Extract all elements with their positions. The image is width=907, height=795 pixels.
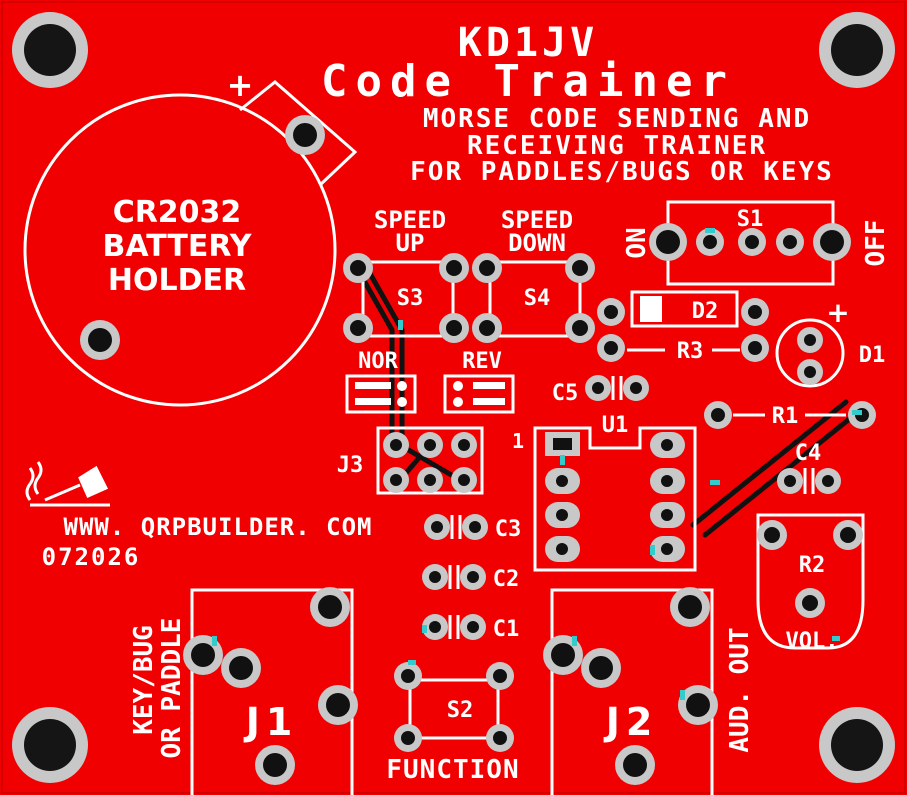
power-switch: S1 ON OFF <box>622 200 891 286</box>
capacitor-c1: C1 <box>422 614 519 642</box>
aud-out-label: AUD. OUT <box>725 627 755 752</box>
c5-label: C5 <box>552 381 579 406</box>
led-d1: + D1 <box>775 296 886 388</box>
s3-label: S3 <box>397 286 424 311</box>
on-label: ON <box>622 227 652 258</box>
vol-label: VOL. <box>786 629 839 654</box>
c1-label: C1 <box>493 617 520 642</box>
title-block: KD1JV Code Trainer MORSE CODE SENDING AN… <box>321 20 834 187</box>
s4-label: S4 <box>524 286 551 311</box>
nor-label: NOR <box>358 349 398 374</box>
battery-label-line3: HOLDER <box>108 263 246 298</box>
speed-down-label1: SPEED <box>501 206 573 234</box>
function-switch: S2 FUNCTION <box>386 662 519 785</box>
pin1-label: 1 <box>512 429 524 453</box>
mounting-holes <box>12 12 895 783</box>
r2-label: R2 <box>799 553 826 578</box>
d2-label: D2 <box>692 299 719 324</box>
off-label: OFF <box>861 220 891 267</box>
j2-label: J2 <box>603 700 659 744</box>
website-label: WWW. QRPBUILDER. COM <box>64 513 373 541</box>
r1-label: R1 <box>772 404 799 429</box>
battery-tab <box>239 80 358 187</box>
capacitors-c1-c3: C3 C2 C1 <box>422 514 521 642</box>
s3-outline <box>361 260 455 338</box>
battery-outline <box>23 93 337 407</box>
pot-r2: R2 VOL. <box>756 513 865 654</box>
c2-label: C2 <box>493 567 520 592</box>
capacitor-c3: C3 <box>424 514 521 542</box>
header-j3: J3 <box>337 426 484 495</box>
description-line3: FOR PADDLES/BUGS OR KEYS <box>410 157 834 187</box>
r3-label: R3 <box>677 339 704 364</box>
capacitor-c5: C5 <box>552 375 649 406</box>
s1-label: S1 <box>737 207 764 232</box>
c3-label: C3 <box>495 517 522 542</box>
diode-d2: D2 <box>597 290 769 328</box>
d1-plus: + <box>826 296 849 329</box>
s4-outline <box>488 260 582 338</box>
function-label: FUNCTION <box>386 755 519 785</box>
j1-label: J1 <box>243 700 299 744</box>
description-line1: MORSE CODE SENDING AND <box>423 104 811 134</box>
speed-down-label2: DOWN <box>508 229 566 257</box>
key-bug-label: KEY/BUG <box>129 625 159 735</box>
callsign-title: KD1JV <box>458 20 598 66</box>
battery-label-line1: CR2032 <box>113 195 242 230</box>
speed-up-label1: SPEED <box>374 206 446 234</box>
product-title: Code Trainer <box>321 56 735 107</box>
s2-label: S2 <box>447 698 474 723</box>
speed-up-label2: UP <box>396 229 425 257</box>
c4-label: C4 <box>795 441 822 466</box>
or-paddle-label: OR PADDLE <box>157 618 187 759</box>
jumper-select: NOR REV <box>345 349 515 414</box>
j3-label: J3 <box>337 453 364 478</box>
resistor-r1: R1 <box>704 401 876 429</box>
battery-plus: + <box>227 66 254 104</box>
capacitor-c2: C2 <box>422 564 519 592</box>
speed-switches: SPEED UP SPEED DOWN S3 S4 <box>343 206 595 343</box>
ic-u1: U1 1 <box>512 413 697 572</box>
rev-label: REV <box>462 349 502 374</box>
copper-traces <box>355 267 861 538</box>
board-code-label: 072026 <box>42 543 141 571</box>
description-line2: RECEIVING TRAINER <box>467 131 767 161</box>
resistor-r3: R3 <box>597 334 769 364</box>
d1-label: D1 <box>859 343 886 368</box>
battery-label-line2: BATTERY <box>102 229 252 264</box>
via-accents <box>212 228 862 700</box>
battery-holder: + CR2032 BATTERY HOLDER <box>23 66 358 407</box>
capacitor-c4: C4 <box>777 441 841 494</box>
soldering-iron-logo <box>25 461 110 507</box>
u1-label: U1 <box>602 413 629 438</box>
